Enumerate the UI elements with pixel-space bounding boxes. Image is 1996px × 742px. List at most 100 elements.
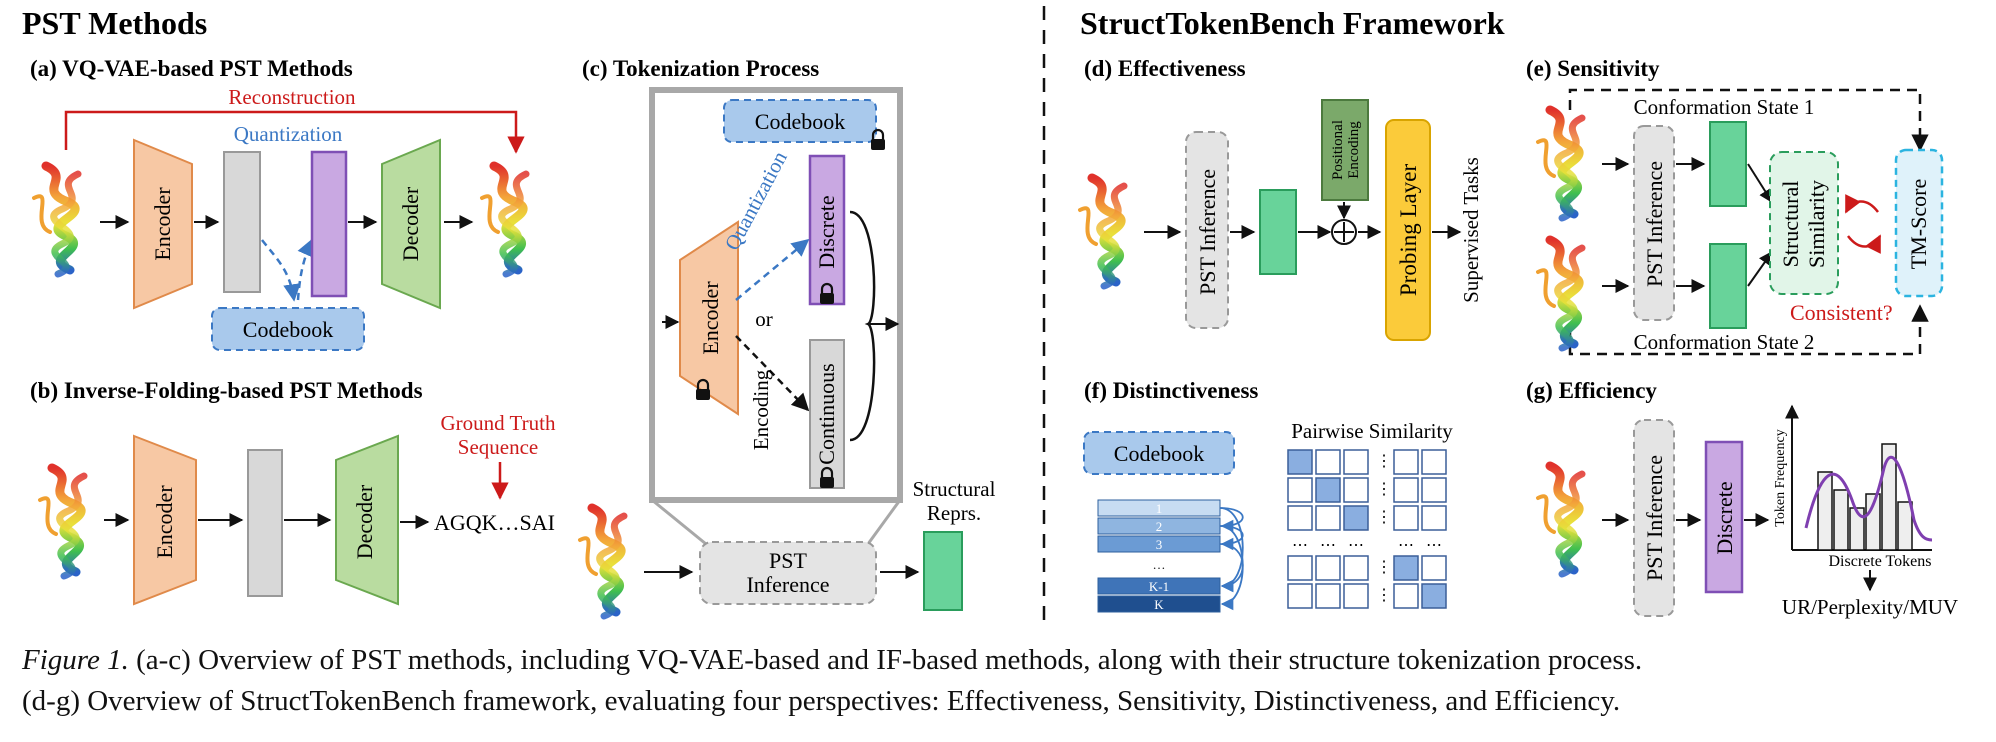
codebook-row-label: 1 (1156, 501, 1163, 516)
discrete-token (310, 150, 348, 298)
similarity-cell (1315, 555, 1341, 581)
conformation-state-1: Conformation State 1 (1634, 95, 1815, 119)
decoder-shape (381, 138, 441, 310)
ellipsis: ⋯ (1320, 537, 1336, 554)
ellipsis: ⋮ (1376, 453, 1392, 470)
pst-inference-box (699, 541, 877, 605)
encoder-label: Encoder (152, 485, 177, 559)
codebook-row-label: 2 (1156, 519, 1163, 534)
panel-b-title: (b) Inverse-Folding-based PST Methods (30, 378, 423, 403)
decoder-label: Decoder (398, 186, 423, 261)
codebook-box (1083, 431, 1235, 475)
probing-layer-label: Probing Layer (1396, 164, 1421, 297)
state1-dashed-arrow (1568, 88, 1929, 152)
arrow (1747, 163, 1773, 204)
pst-inference-box (1185, 131, 1229, 329)
encoder-shape (133, 434, 197, 606)
or-label: or (755, 307, 773, 331)
similarity-link (1219, 543, 1244, 593)
panel-g-title: (g) Efficiency (1526, 378, 1657, 403)
pst-inference-box (1633, 125, 1675, 321)
encoder-label: Encoder (150, 187, 175, 261)
codebook-label: Codebook (1114, 441, 1204, 466)
tm-score-box (1894, 148, 1944, 298)
pst-inference-label: PST (769, 548, 807, 573)
positional-encoding-label-line2: Encoding (1346, 121, 1362, 179)
discrete-tokens-label: Discrete Tokens (1829, 553, 1932, 570)
structural-reprs-label: Structural (913, 477, 996, 501)
histogram-bar (1849, 507, 1865, 551)
ellipsis: ⋯ (1398, 537, 1414, 554)
consistent-label: Consistent? (1790, 300, 1893, 325)
zoom-line (651, 498, 707, 546)
similarity-cell (1393, 555, 1419, 581)
histogram-bar (1865, 493, 1881, 551)
positional-encoding-box (1321, 99, 1369, 201)
protein-structure-icon (580, 508, 624, 616)
similarity-cell (1343, 477, 1369, 503)
structural-similarity-label-line2: Similarity (1804, 180, 1829, 268)
codebook-label: Codebook (755, 109, 845, 134)
quantization-label: Quantization (234, 122, 343, 146)
panel-c-title: (c) Tokenization Process (582, 56, 819, 81)
token-frequency-label: Token Frequency (1773, 429, 1788, 526)
decoder-label: Decoder (352, 484, 377, 559)
discrete-label: Discrete (814, 195, 839, 268)
histogram-bar (1881, 443, 1897, 551)
similarity-cell (1343, 583, 1369, 609)
similarity-cell (1343, 505, 1369, 531)
codebook-row-label: K-1 (1149, 579, 1169, 594)
protein-structure-icon (34, 166, 78, 274)
similarity-cell (1287, 449, 1313, 475)
codebook-row-label: K (1154, 597, 1164, 612)
similarity-link (1219, 507, 1244, 533)
supervised-tasks-label: Supervised Tasks (1459, 157, 1483, 303)
decoder-shape (335, 434, 399, 606)
brace (849, 210, 876, 442)
similarity-cell (1287, 583, 1313, 609)
encoding-arrow (735, 335, 810, 412)
histogram-bar (1833, 489, 1849, 551)
panel-e-title: (e) Sensitivity (1526, 56, 1660, 81)
ellipsis: ⋯ (1292, 537, 1308, 554)
similarity-link (1219, 525, 1244, 611)
ellipsis: ⋯ (1426, 537, 1442, 554)
similarity-cell (1421, 505, 1447, 531)
similarity-cell (1421, 555, 1447, 581)
zoom-line (866, 499, 902, 545)
lock-icon (820, 466, 834, 488)
lock-icon (820, 282, 834, 304)
embedding-state1 (1709, 121, 1747, 207)
embedding-token (1259, 189, 1297, 275)
similarity-matrix: ⋮⋮⋮⋯⋯⋯⋯⋯⋮⋮ (1287, 449, 1447, 609)
similarity-cell (1393, 583, 1419, 609)
similarity-cell (1287, 505, 1313, 531)
similarity-cell (1393, 477, 1419, 503)
caption-line-2: (d-g) Overview of StructTokenBench frame… (22, 685, 1621, 717)
continuous-embedding (223, 151, 261, 293)
histogram-bar (1897, 501, 1913, 551)
panel-d-title: (d) Effectiveness (1084, 56, 1246, 81)
probing-layer-box (1385, 119, 1431, 341)
protein-structure-icon (40, 468, 84, 576)
pairwise-similarity-label: Pairwise Similarity (1291, 419, 1453, 443)
tm-score-label: TM-Score (1906, 179, 1931, 269)
protein-state2-icon (1538, 240, 1582, 348)
pst-inference-label-line2: Inference (746, 572, 829, 597)
panel-f-title: (f) Distinctiveness (1084, 378, 1258, 403)
similarity-cell (1315, 477, 1341, 503)
quantization-label: Quantization (720, 147, 792, 254)
protein-state1-icon (1538, 110, 1582, 218)
state2-dashed-arrow (1568, 304, 1929, 356)
similarity-cell (1343, 449, 1369, 475)
similarity-cell (1343, 555, 1369, 581)
encoding-label: Encoding (749, 369, 773, 450)
codebook-rows: 123…K-1K (1097, 499, 1244, 613)
structural-similarity-box (1769, 151, 1839, 295)
similarity-cell (1315, 505, 1341, 531)
codebook-box (211, 307, 365, 351)
figure-caption: Figure 1. (a-c) Overview of PST methods,… (22, 640, 1982, 722)
panel-a-title: (a) VQ-VAE-based PST Methods (30, 56, 353, 81)
discrete-token (1704, 440, 1744, 594)
